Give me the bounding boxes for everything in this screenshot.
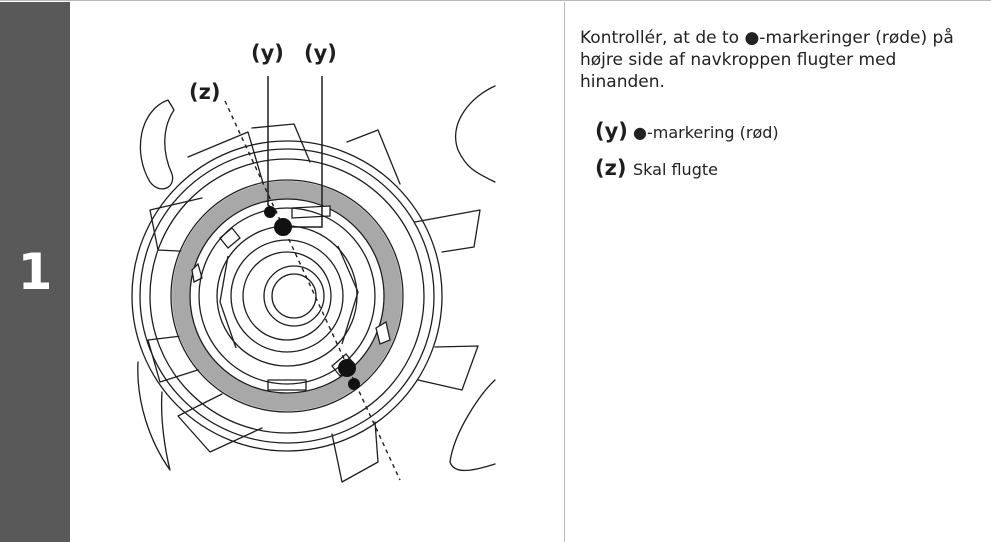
callout-y-left: (y) — [251, 41, 284, 65]
marking-band — [172, 181, 402, 411]
legend-description: Skal flugte — [633, 160, 718, 179]
marking-dot-lower-large — [338, 359, 356, 377]
legend-key: (z) — [595, 156, 627, 180]
inner-ring-3 — [230, 239, 344, 353]
marking-dot-upper-small — [264, 206, 276, 218]
tooth-top-center — [251, 123, 311, 163]
leader-line-right — [286, 76, 323, 228]
band-notch-top-left — [219, 227, 241, 249]
hub-outer-ring-2 — [139, 148, 435, 444]
band-notch-left — [191, 262, 203, 283]
step-bar: 1 — [0, 2, 70, 542]
marking-dot-upper-large — [274, 218, 292, 236]
tooth-bottom-left — [177, 393, 263, 453]
marking-dot-lower-small — [348, 378, 360, 390]
left-upper-flange-curve — [139, 99, 175, 190]
hub-outer-ring-3 — [149, 158, 425, 434]
band-outer-edge — [170, 179, 404, 413]
legend-item: (y) ●-markering (rød) — [595, 119, 980, 149]
tooth-right-lower — [417, 345, 479, 391]
tooth-top-right — [346, 129, 401, 185]
tooth-right-upper — [414, 209, 481, 253]
legend-key: (y) — [595, 119, 628, 143]
band-notch-bottom — [267, 379, 307, 391]
right-lower-flange-curve — [449, 379, 496, 472]
legend-description: ●-markering (rød) — [633, 123, 779, 142]
callout-z: (z) — [189, 80, 220, 104]
left-lower-flange-curve — [137, 361, 171, 471]
inner-detail-left — [219, 255, 237, 349]
hub-body-illustration: (y) (y) (z) — [131, 41, 496, 483]
alignment-line — [224, 100, 401, 481]
text-cell: Kontrollér, at de to ●-markeringer (røde… — [580, 27, 980, 193]
band-inner-edge — [189, 198, 385, 394]
tooth-left-upper — [149, 197, 203, 253]
axle-inner — [271, 273, 317, 319]
figure-cell: (y) (y) (z) — [70, 2, 565, 542]
inner-ring-2 — [216, 225, 358, 367]
instruction-text: Kontrollér, at de to ●-markeringer (røde… — [580, 28, 954, 92]
axle-outer — [263, 265, 325, 327]
callout-y-right: (y) — [304, 41, 337, 65]
inner-ring-1 — [198, 207, 376, 385]
band-notch-right — [375, 320, 391, 345]
legend-item: (z) Skal flugte — [595, 156, 980, 186]
tooth-left-lower — [147, 333, 205, 383]
right-upper-flange-curve — [455, 85, 496, 183]
inner-ring-4 — [242, 251, 332, 341]
hub-outer-ring-1 — [131, 140, 443, 452]
step-number: 1 — [17, 243, 53, 301]
inner-detail-right — [337, 245, 359, 345]
tooth-top-left — [187, 131, 269, 201]
legend: (y) ●-markering (rød) (z) Skal flugte — [580, 119, 980, 186]
tooth-bottom-right — [331, 421, 379, 483]
